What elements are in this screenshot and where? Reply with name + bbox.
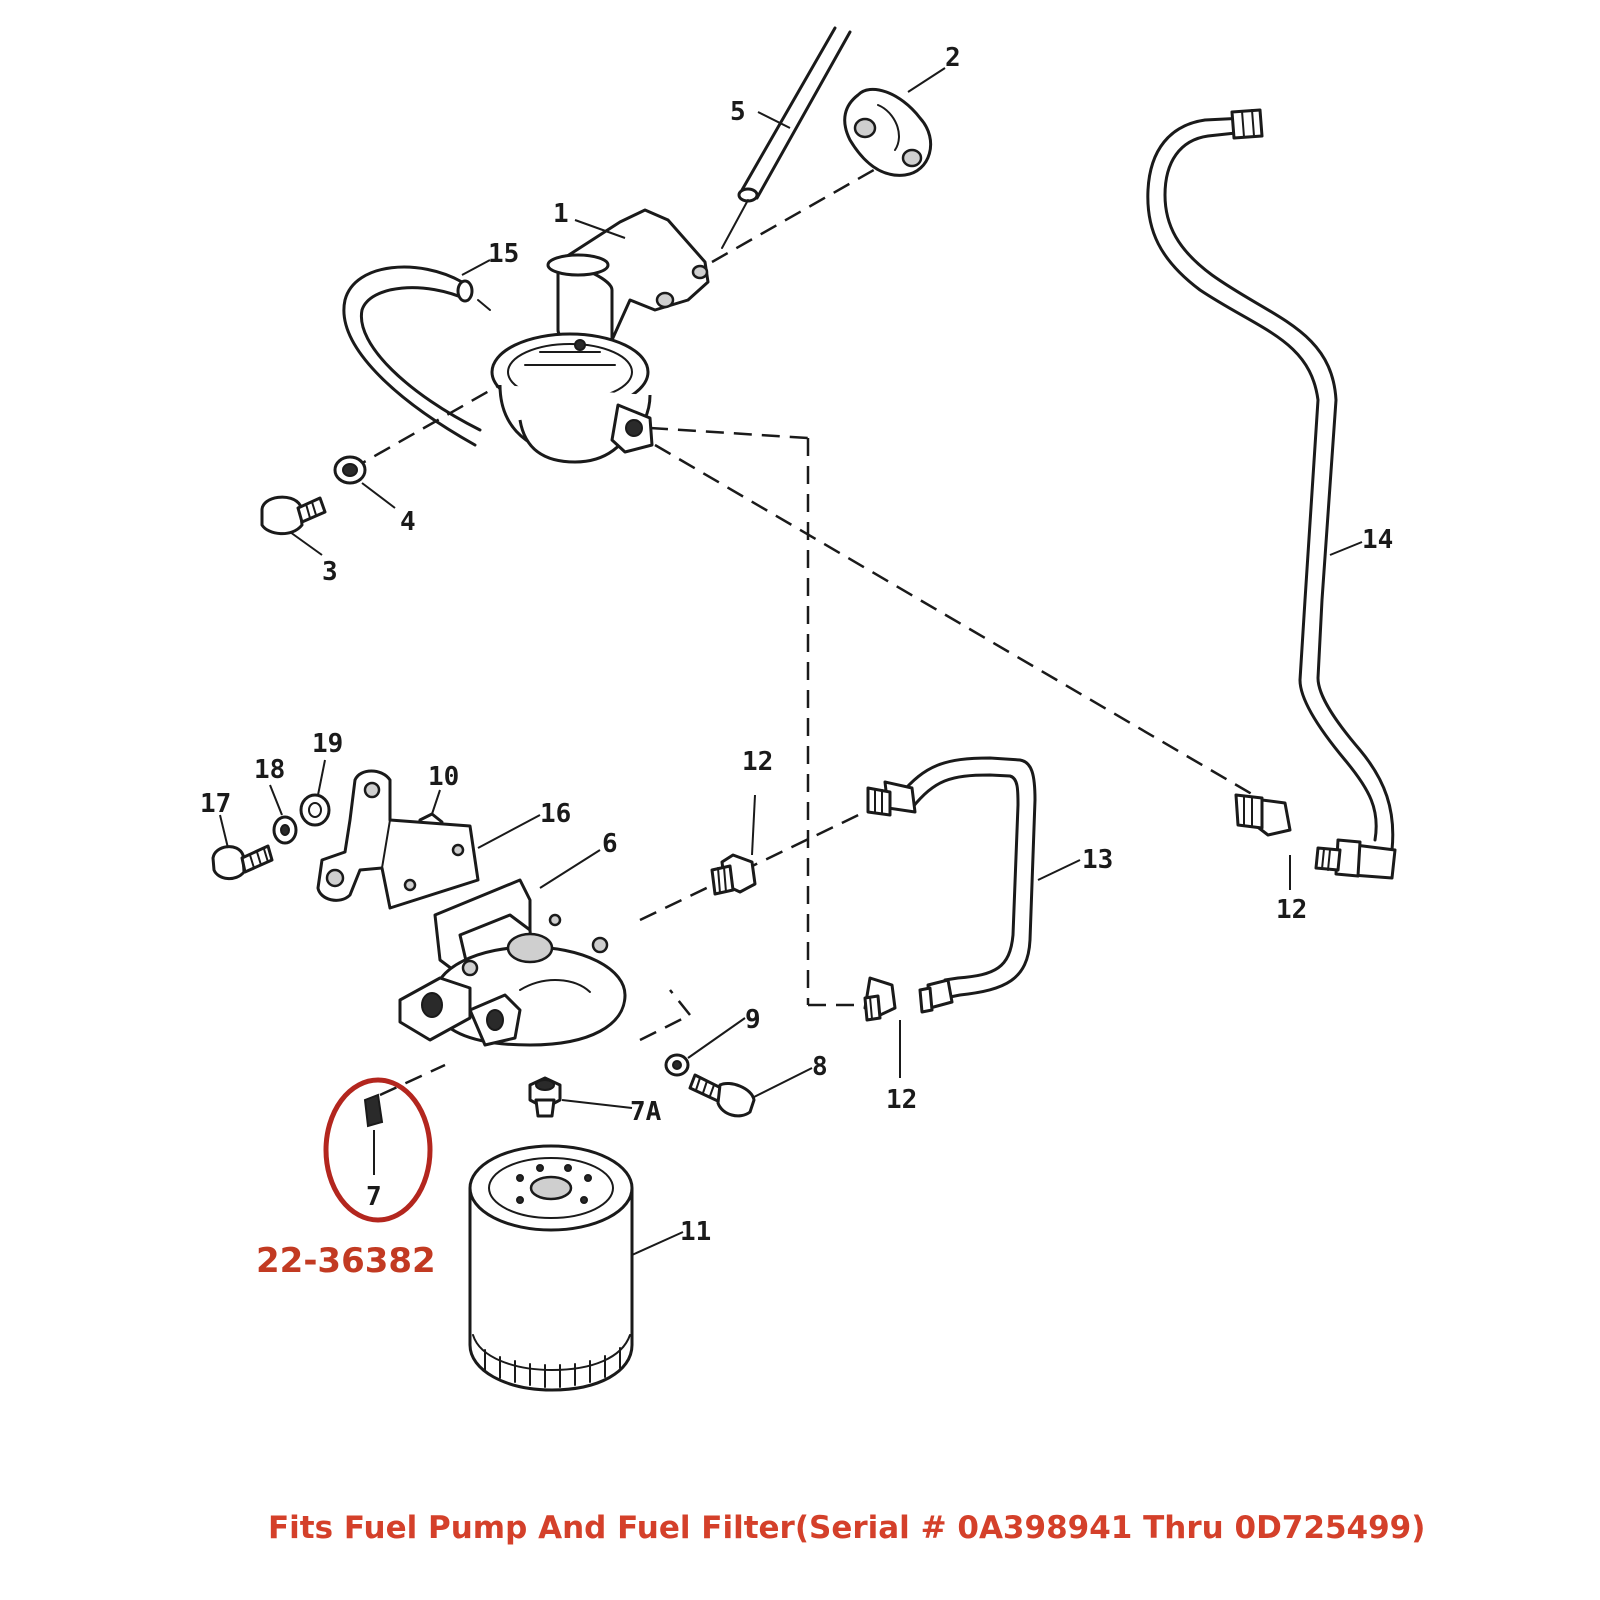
- part-12-fitting-right: [1234, 793, 1292, 837]
- callout-4: 4: [400, 507, 416, 537]
- part-2-gasket: [843, 87, 933, 177]
- part-8-bolt: [688, 1073, 756, 1118]
- callout-11: 11: [680, 1217, 711, 1247]
- callout-17: 17: [200, 789, 231, 819]
- fitment-caption: Fits Fuel Pump And Fuel Filter(Serial # …: [268, 1510, 1425, 1546]
- part-19-washer: [299, 793, 331, 827]
- part-9-washer: [664, 1053, 690, 1077]
- callout-14: 14: [1362, 525, 1393, 555]
- callout-12-middle: 12: [742, 747, 773, 777]
- part-14-fuel-line: [1146, 108, 1397, 880]
- part-12-fitting-lower: [863, 976, 897, 1022]
- callout-6: 6: [602, 829, 618, 859]
- part-13-fuel-line: [866, 756, 1037, 1014]
- callout-2: 2: [945, 43, 961, 73]
- callout-7a: 7A: [630, 1097, 662, 1127]
- part-5-rod: [721, 26, 852, 249]
- callout-7: 7: [366, 1182, 382, 1212]
- callout-3: 3: [322, 557, 338, 587]
- callout-8: 8: [812, 1052, 828, 1082]
- part-6-filter-head: [398, 878, 627, 1047]
- part-3-bolt: [260, 495, 327, 536]
- callout-18: 18: [254, 755, 285, 785]
- callout-5: 5: [730, 97, 746, 127]
- callout-19: 19: [312, 729, 343, 759]
- part-17-bolt: [211, 844, 274, 880]
- part-18-washer: [272, 815, 298, 845]
- part-7-set-screw: [363, 1093, 384, 1175]
- callout-12-right: 12: [1276, 895, 1307, 925]
- callout-10: 10: [428, 762, 459, 792]
- part-7a-plug: [528, 1076, 562, 1118]
- callout-labels: 1 2 3 4 5 6 7 7A 8 9 10 11 12 12 12 13 1…: [200, 43, 1393, 1247]
- callout-9: 9: [745, 1005, 761, 1035]
- part-1-fuel-pump: [490, 208, 710, 464]
- callout-leader-lines: [219, 67, 1363, 1256]
- part-15-hose: [342, 265, 491, 447]
- callout-1: 1: [553, 199, 569, 229]
- highlighted-part-number: 22-36382: [256, 1241, 436, 1281]
- callout-15: 15: [488, 239, 519, 269]
- highlight-circle: [323, 1077, 433, 1223]
- part-4-washer: [333, 455, 367, 485]
- callout-12-lower: 12: [886, 1085, 917, 1115]
- part-16-bracket: [316, 769, 480, 910]
- callout-16: 16: [540, 799, 571, 829]
- callout-13: 13: [1082, 845, 1113, 875]
- part-11-fuel-filter: [468, 1144, 634, 1392]
- part-12-fitting-middle: [710, 853, 757, 896]
